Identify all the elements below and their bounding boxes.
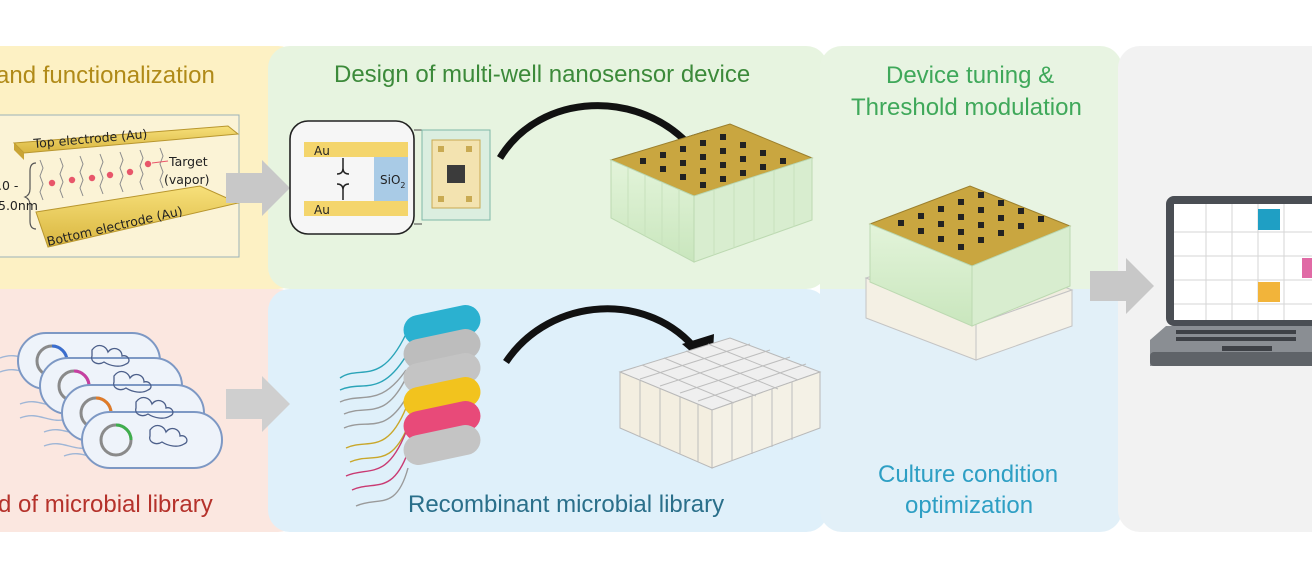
arrow-library-to-recombinant bbox=[226, 376, 290, 432]
au-top-label: Au bbox=[314, 144, 330, 158]
laptop-icon bbox=[1150, 196, 1312, 366]
microbe-cells bbox=[0, 332, 223, 469]
target-label-line2: (vapor) bbox=[164, 172, 210, 187]
gap-label-line2: 5.0nm bbox=[0, 198, 38, 213]
inset-junction: Au Au SiO2 bbox=[289, 120, 491, 235]
title-recombinant-library: Recombinant microbial library bbox=[408, 491, 725, 518]
title-device-tuning-line2: Threshold modulation bbox=[851, 94, 1082, 121]
sio2-label: SiO2 bbox=[380, 173, 406, 190]
title-culture-line2: optimization bbox=[905, 492, 1034, 519]
tuned-device-stack bbox=[864, 185, 1074, 361]
arrow-functionalization-to-design bbox=[226, 160, 290, 216]
arrow-tuning-to-output bbox=[1090, 258, 1154, 314]
title-microbial-library: d of microbial library bbox=[0, 491, 213, 518]
recombinant-pill-stack bbox=[339, 305, 481, 507]
title-functionalization: and functionalization bbox=[0, 62, 215, 89]
au-bottom-label: Au bbox=[314, 203, 330, 217]
multiwell-device bbox=[609, 123, 814, 263]
title-culture-line1: Culture condition bbox=[878, 461, 1059, 488]
title-device-tuning-line1: Device tuning & bbox=[886, 62, 1055, 89]
culture-well-plate bbox=[618, 337, 822, 469]
title-nanosensor-design: Design of multi-well nanosensor device bbox=[334, 61, 751, 88]
target-label-line1: Target bbox=[168, 154, 208, 169]
electrode-diagram: Top electrode (Au) Bottom electrode (Au)… bbox=[0, 114, 240, 258]
gap-label-line1: .0 - bbox=[0, 178, 18, 193]
